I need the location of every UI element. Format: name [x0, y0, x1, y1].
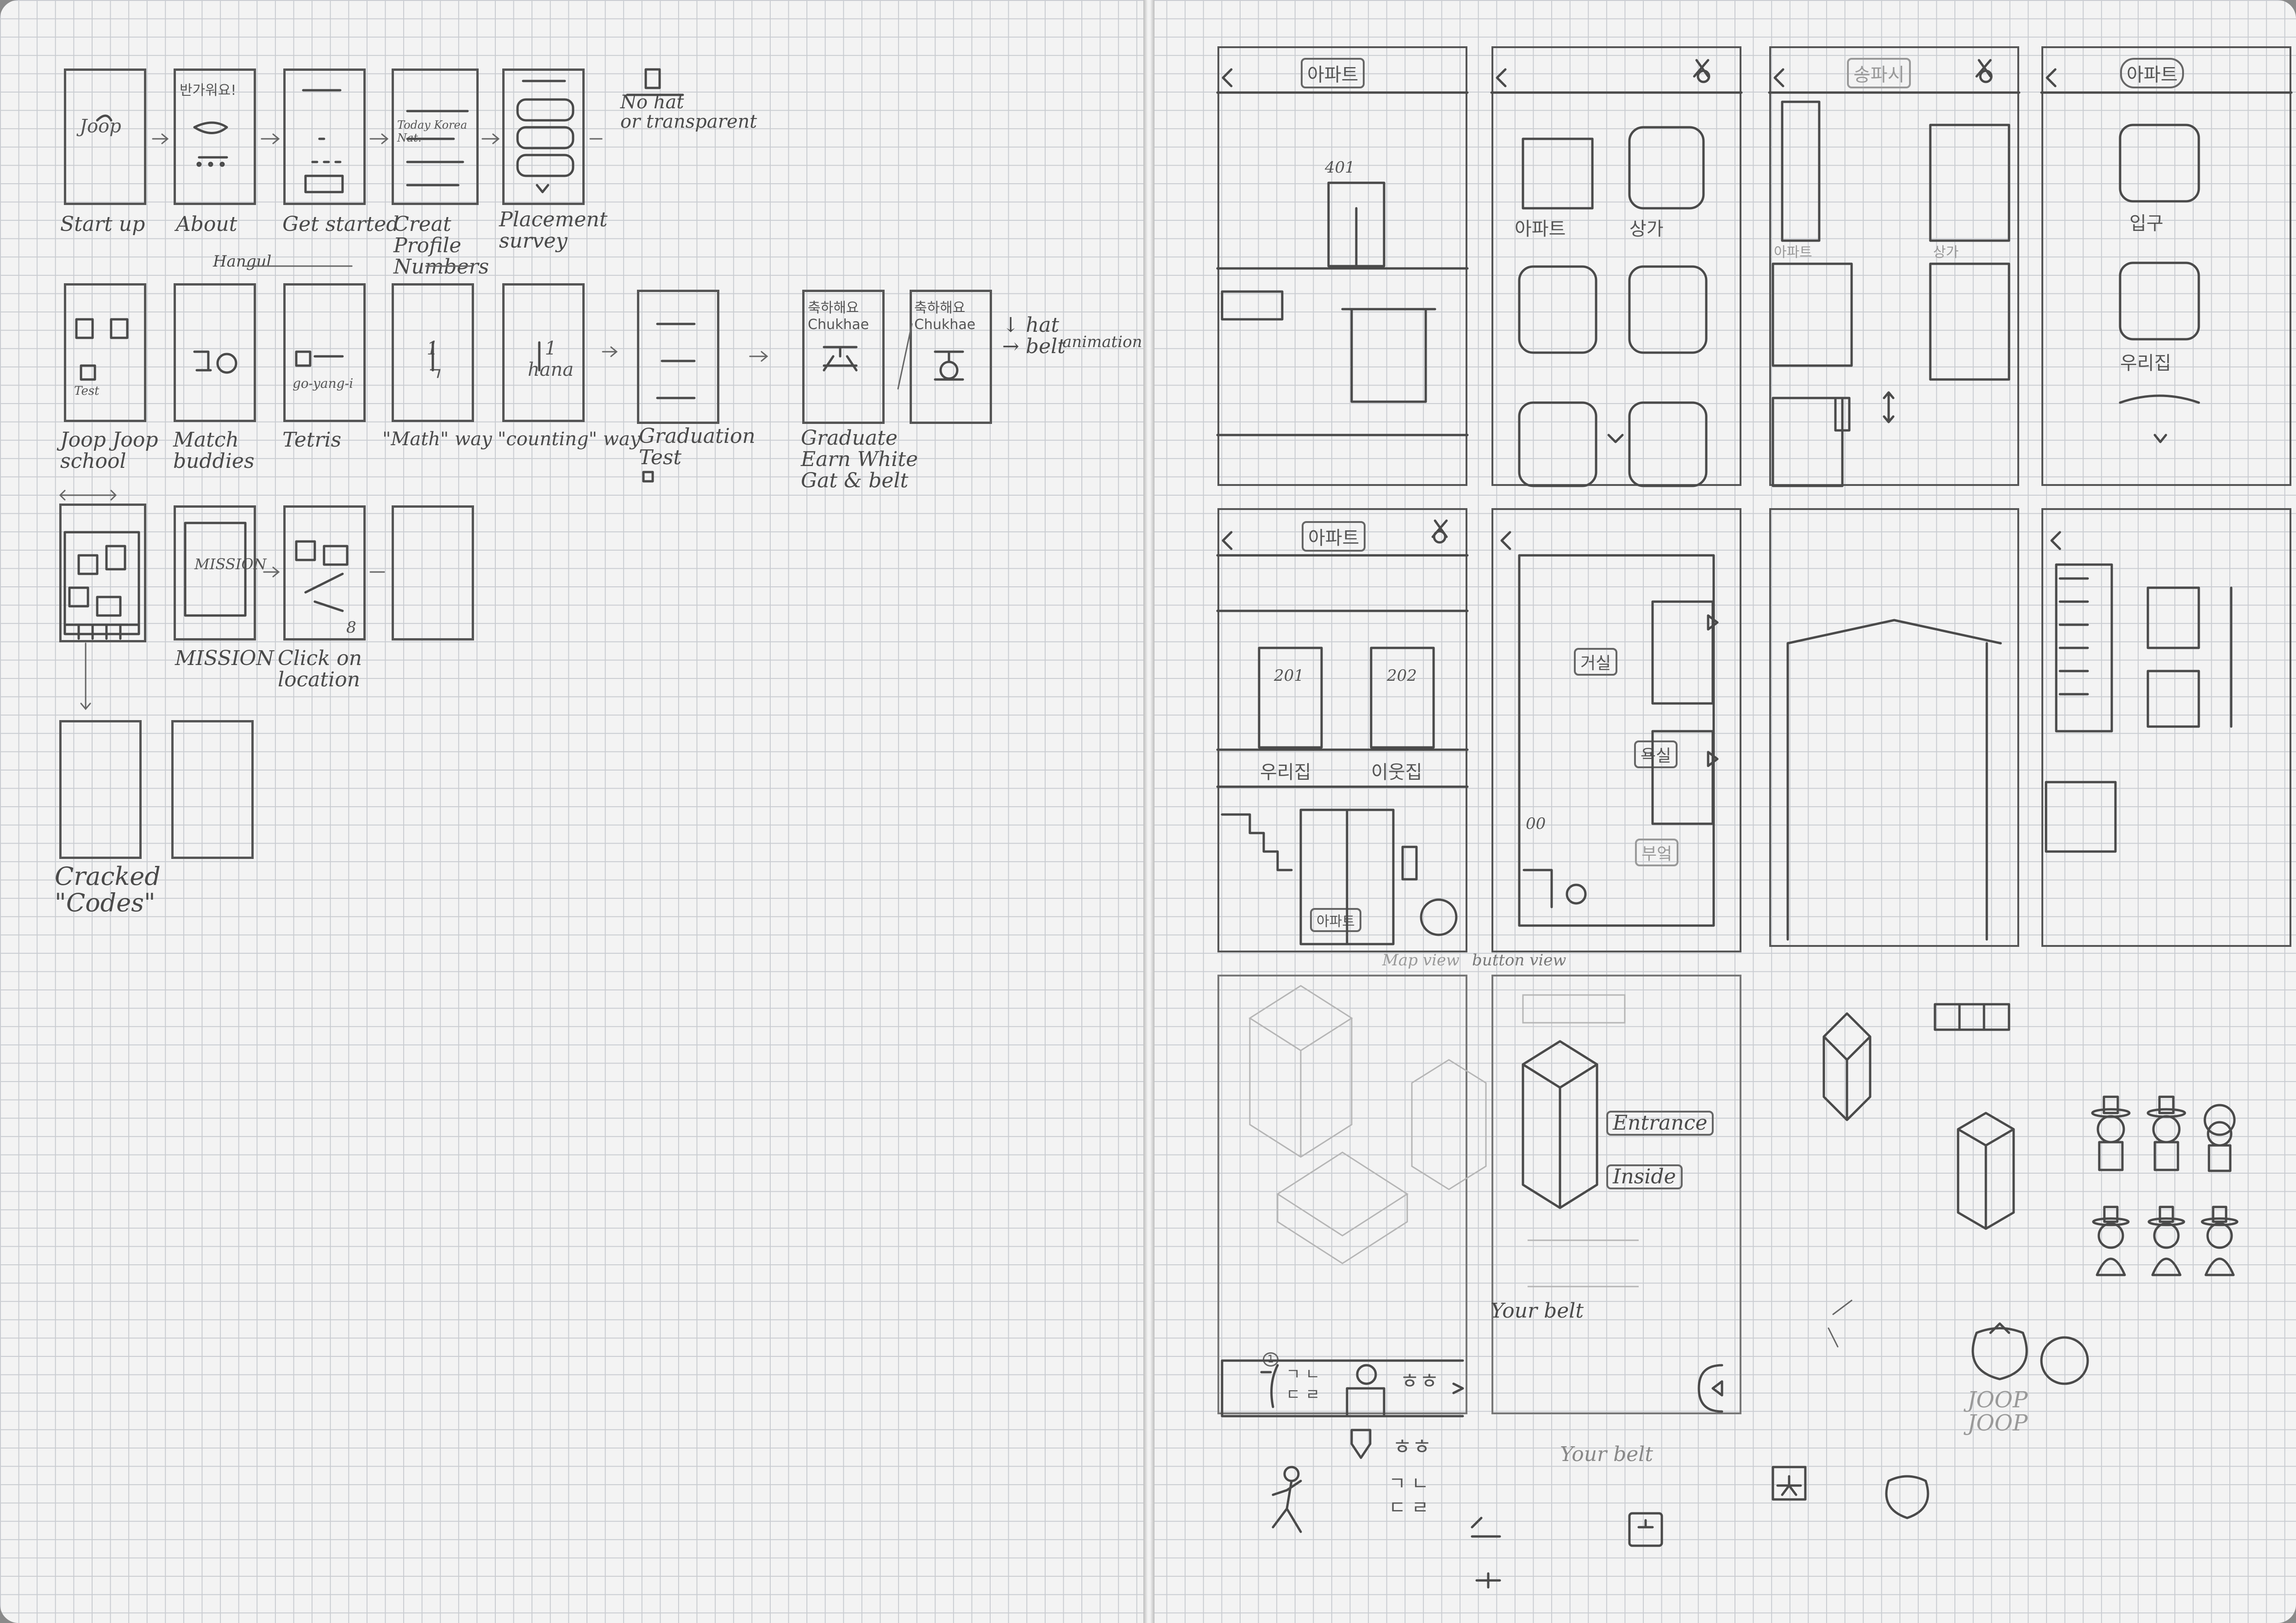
bottom-belt-bar: [1222, 1361, 1722, 1587]
gat-character-2: [2148, 1097, 2185, 1170]
coin-icon: [2041, 1337, 2088, 1384]
startup-content: [97, 69, 683, 192]
gat-icon-1: [1694, 60, 1708, 76]
gat-hat-icons: [1433, 60, 1991, 542]
isometric-sketches: [1250, 986, 1639, 1287]
character-sketches: [1273, 1097, 2237, 1532]
gat-character-5: [2149, 1207, 2184, 1275]
lucky-pouch-icon: [1973, 1324, 2027, 1379]
iso-building-sketches: [1523, 1004, 2014, 1229]
gat-icon-2: [1977, 60, 1990, 76]
gat-character-3: [2205, 1105, 2234, 1171]
floor-screens-content: [1217, 532, 2231, 944]
tiny-figure: [1828, 1300, 1852, 1347]
flow-arrows: [60, 134, 912, 709]
school-content: [76, 319, 963, 481]
running-character: [1273, 1467, 1301, 1532]
gat-character-4: [2093, 1207, 2128, 1275]
gat-character-1: [2092, 1097, 2129, 1170]
city-screens-content: [1217, 69, 2291, 486]
gat-character-6: [2202, 1207, 2237, 1275]
map-content: [65, 523, 347, 639]
pouch-icon-2: [1886, 1476, 1928, 1518]
hat-card-glyph: [1778, 1476, 1801, 1495]
